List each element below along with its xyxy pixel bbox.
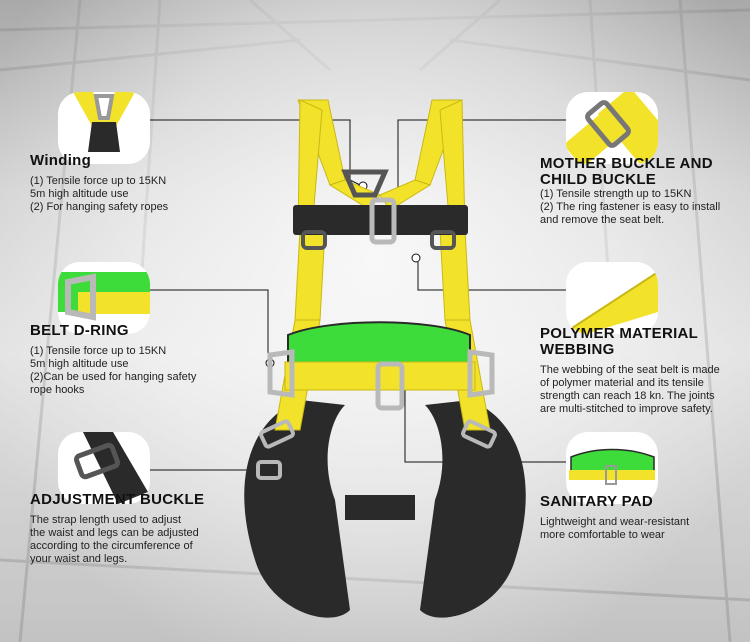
sanitary-pad-description: Lightweight and wear-resistant more comf… (540, 516, 689, 542)
polymer-webbing-title-line: WEBBING (540, 341, 615, 358)
belt-d-ring-thumbnail (58, 262, 150, 334)
polymer-webbing-description: The webbing of the seat belt is made of … (540, 364, 720, 416)
adjustment-buckle-desc-line: the waist and legs can be adjusted (30, 527, 199, 539)
polymer-webbing-desc-line: of polymer material and its tensile (540, 377, 704, 389)
polymer-webbing-thumbnail (566, 262, 658, 334)
mother-buckle-desc-line: and remove the seat belt. (540, 214, 665, 226)
mother-buckle-desc-line: (1) Tensile strength up to 15KN (540, 188, 692, 200)
polymer-webbing-desc-line: strength can reach 18 kn. The joints (540, 390, 715, 402)
mother-buckle-title-line: CHILD BUCKLE (540, 171, 657, 188)
mother-buckle-title: MOTHER BUCKLE AND CHILD BUCKLE (540, 156, 713, 188)
leg-strap-left (244, 400, 350, 618)
belt-d-ring-desc-line: rope hooks (30, 384, 85, 396)
adjustment-buckle-description: The strap length used to adjust the wais… (30, 514, 199, 566)
sanitary-pad-desc-line: more comfortable to wear (540, 529, 665, 541)
winding-desc-line: (2) For hanging safety ropes (30, 201, 169, 213)
mother-buckle-desc-line: (2) The ring fastener is easy to install (540, 201, 721, 213)
sanitary-pad-thumbnail (566, 432, 658, 504)
adjustment-buckle-title: ADJUSTMENT BUCKLE (30, 491, 205, 508)
polymer-webbing-title-line: POLYMER MATERIAL (540, 325, 699, 342)
polymer-webbing-desc-line: are multi-stitched to improve safety. (540, 403, 713, 415)
winding-desc-line: 5m high altitude use (30, 188, 129, 200)
winding-thumbnail (58, 92, 150, 164)
belt-d-ring-desc-line: (2)Can be used for hanging safety (30, 371, 197, 383)
belt-d-ring-title: BELT D-RING (30, 322, 129, 339)
mother-buckle-thumbnail (566, 92, 658, 164)
winding-description: (1) Tensile force up to 15KN 5m high alt… (30, 175, 168, 214)
mother-buckle-title-line: MOTHER BUCKLE AND (540, 155, 713, 172)
adjustment-buckle-desc-line: your waist and legs. (30, 553, 128, 565)
belt-d-ring-description: (1) Tensile force up to 15KN 5m high alt… (30, 345, 196, 397)
sanitary-pad-title: SANITARY PAD (540, 493, 654, 510)
winding-desc-line: (1) Tensile force up to 15KN (30, 175, 167, 187)
polymer-webbing-desc-line: The webbing of the seat belt is made (540, 364, 720, 376)
adjustment-buckle-desc-line: The strap length used to adjust (30, 514, 182, 526)
belt-d-ring-desc-line: (1) Tensile force up to 15KN (30, 345, 167, 357)
adjustment-buckle-thumbnail (58, 432, 150, 504)
leg-strap-right (420, 400, 526, 618)
polymer-webbing-title: POLYMER MATERIAL WEBBING (540, 326, 698, 358)
winding-title: Winding (30, 152, 92, 169)
sanitary-pad-desc-line: Lightweight and wear-resistant (540, 516, 690, 528)
adjustment-buckle-desc-line: according to the circumference of (30, 540, 193, 552)
mother-buckle-description: (1) Tensile strength up to 15KN (2) The … (540, 188, 720, 227)
belt-d-ring-desc-line: 5m high altitude use (30, 358, 129, 370)
